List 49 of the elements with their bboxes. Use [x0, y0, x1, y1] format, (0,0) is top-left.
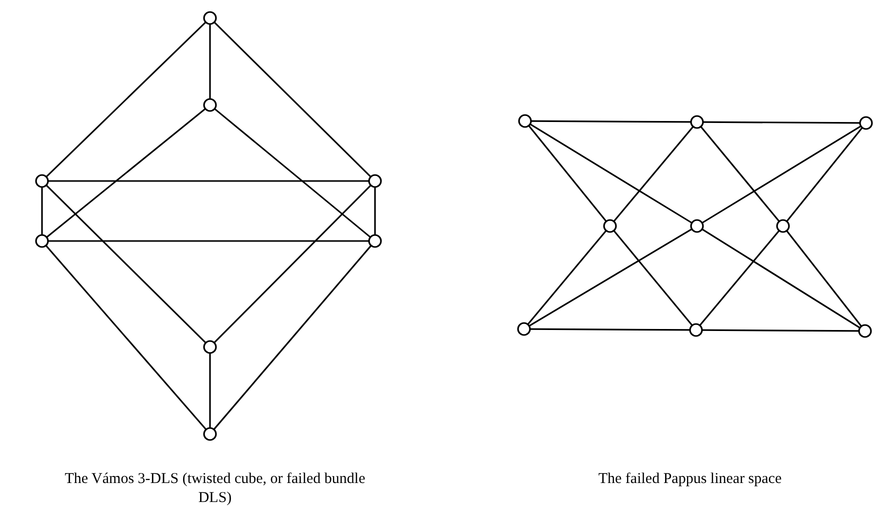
vertex-circle: [518, 114, 532, 128]
graph-edge: [46, 108, 206, 238]
graph-edge: [528, 228, 692, 327]
graph-edge: [213, 245, 372, 430]
graph-edge: [527, 230, 607, 325]
vertex-circle: [203, 427, 217, 441]
vertex-circle: [35, 234, 49, 248]
graph-edge: [613, 230, 693, 326]
graph-edge: [528, 125, 607, 222]
vertex-circle: [690, 219, 704, 233]
vertex-circle: [690, 115, 704, 129]
graph-edge: [699, 230, 780, 326]
vertex-circle: [368, 174, 382, 188]
graph-edge: [531, 120, 691, 123]
graph-edge: [786, 230, 862, 327]
vertex-circle: [368, 234, 382, 248]
figure-caption: The failed Pappus linear space: [597, 470, 783, 489]
graph-edge: [702, 329, 859, 332]
vertex-circle: [776, 219, 790, 233]
graph-edge: [214, 108, 371, 238]
vertex-circle: [203, 340, 217, 354]
graph-edge: [46, 22, 206, 178]
graph-edge: [702, 125, 862, 224]
vertex-circle: [203, 11, 217, 25]
vertex-circle: [858, 324, 872, 338]
graph-edge: [48, 240, 369, 242]
graph-edge: [209, 24, 211, 99]
graph-edge: [41, 187, 43, 235]
vertex-circle: [689, 323, 703, 337]
graph-edge: [703, 121, 860, 124]
vertex-circle: [517, 322, 531, 336]
graph-edge: [46, 184, 206, 344]
graph-edge: [48, 180, 369, 182]
graph-edge: [530, 123, 692, 224]
graph-edge: [700, 126, 780, 222]
graph-edge: [786, 127, 863, 222]
graph-edge: [209, 353, 211, 428]
graph-edge: [214, 184, 372, 344]
vertex-circle: [859, 116, 873, 130]
graph-edge: [613, 126, 694, 222]
vertex-circle: [603, 219, 617, 233]
graph-edge: [214, 22, 372, 178]
graph-edge: [702, 228, 860, 328]
graph-edge: [530, 328, 690, 331]
figure-caption: The Vámos 3-DLS (twisted cube, or failed bundle DLS): [64, 470, 366, 508]
graph-edge: [45, 245, 207, 430]
graph-edge: [374, 187, 376, 235]
vertex-circle: [203, 98, 217, 112]
vertex-circle: [35, 174, 49, 188]
